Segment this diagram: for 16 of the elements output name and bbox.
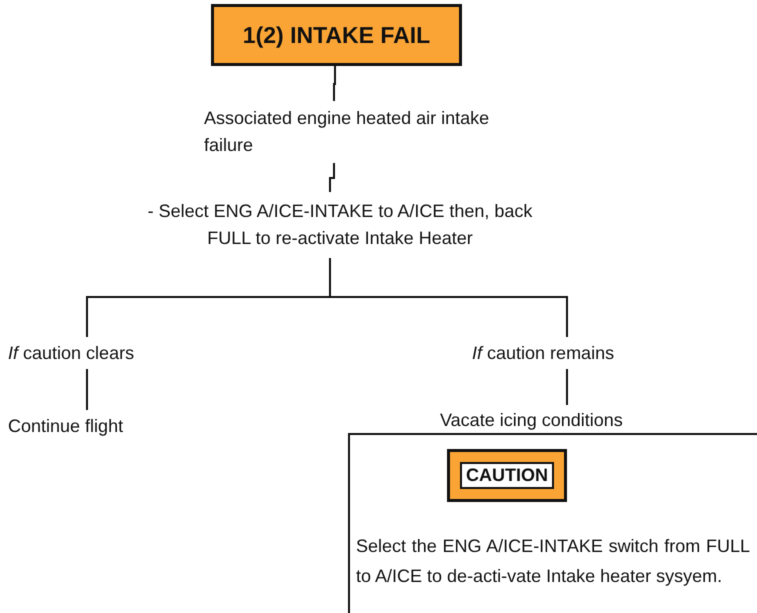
caution-badge [447,449,567,502]
step-text: Associated engine heated air intake failure [200,101,530,163]
connector-line [329,258,568,337]
connector-line [333,66,336,101]
step-text: Continue flight [4,410,204,442]
step-text: If caution clears [4,337,204,369]
connector-line [566,369,568,405]
step-text: If caution remains [468,337,668,369]
title-box: 1(2) INTAKE FAIL [211,4,462,66]
caution-text: Select the ENG A/ICE-INTAKE switch from FULL to A/ICE to de-acti-vate Intake heater sysyem. [356,535,750,588]
step-text: Vacate icing conditions [436,405,706,435]
caution-panel [348,433,757,613]
step-text: - Select ENG A/ICE-INTAKE to A/ICE then, back FULL to re-activate Intake Heater [135,192,545,258]
caution-label: CAUTION [460,462,554,489]
connector-line [86,369,88,410]
connector-line [329,163,335,192]
